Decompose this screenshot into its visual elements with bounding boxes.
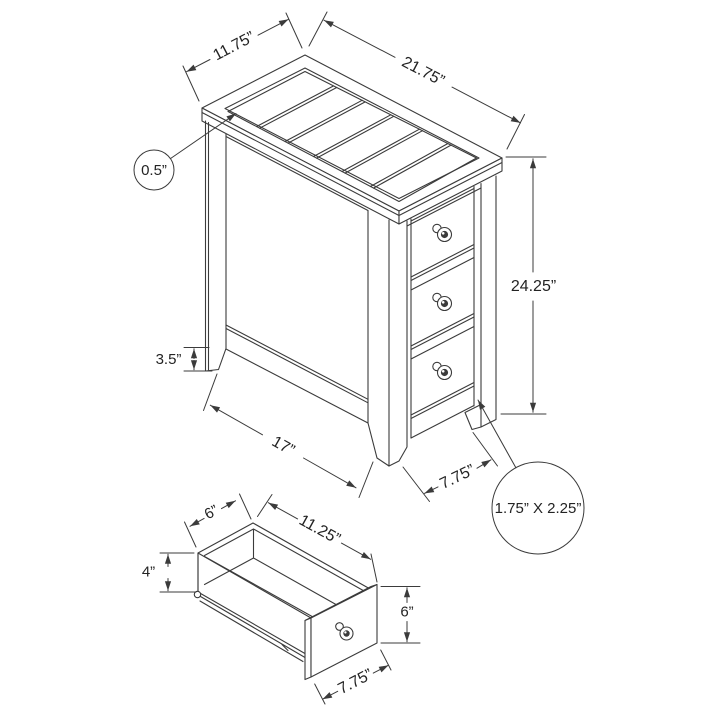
table-top	[201, 54, 503, 225]
dim-drawer-width-label: 6”	[202, 502, 222, 523]
dim-drawer-length-label: 11.25”	[296, 512, 343, 548]
table-top-slats	[256, 85, 452, 189]
table-isometric-view	[201, 54, 503, 467]
dim-base-span-label: 17”	[269, 433, 297, 459]
dim-drawer-width: 6”	[184, 493, 252, 548]
table-side-panel	[225, 135, 369, 424]
drawer-front-panel	[304, 583, 378, 681]
table-rear-leg	[464, 175, 497, 431]
dim-height: 24.25”	[500, 156, 556, 415]
dim-height-label: 24.25”	[511, 278, 556, 295]
dim-drawer-front-height: 6”	[380, 586, 421, 644]
drawer-front-knob	[335, 622, 354, 641]
callout-leg-section-label: 1.75” X 2.25”	[495, 500, 582, 517]
drawer-knob-top	[432, 223, 453, 243]
dim-drawer-length: 11.25”	[257, 494, 378, 583]
dim-drawer-front-width-label: 7.75”	[335, 666, 375, 698]
table-front-leg	[367, 209, 408, 467]
dim-drawer-depth: 4”	[142, 552, 197, 593]
drawer-knob-bottom	[432, 361, 453, 381]
drawer-knob-middle	[432, 292, 453, 312]
drawer-isometric-view	[193, 522, 378, 681]
table-drawer-stack	[406, 185, 482, 439]
dim-top-depth-label: 11.75”	[210, 29, 257, 64]
dim-drawer-opening: 7.75”	[402, 432, 498, 502]
callout-top-thickness-label: 0.5”	[141, 162, 167, 179]
callout-top-thickness: 0.5”	[133, 113, 237, 191]
dim-top-length-label: 21.75”	[399, 54, 447, 90]
dim-drawer-depth-label: 4”	[142, 564, 155, 581]
dim-foot-height: 3.5”	[156, 347, 213, 372]
callout-leg-section: 1.75” X 2.25”	[477, 399, 585, 555]
dim-drawer-opening-label: 7.75”	[437, 462, 477, 493]
dim-drawer-front-height-label: 6”	[400, 604, 413, 621]
dim-foot-height-label: 3.5”	[156, 351, 182, 368]
drawer-slide-rail	[193, 590, 306, 663]
table-left-leg	[204, 120, 227, 372]
